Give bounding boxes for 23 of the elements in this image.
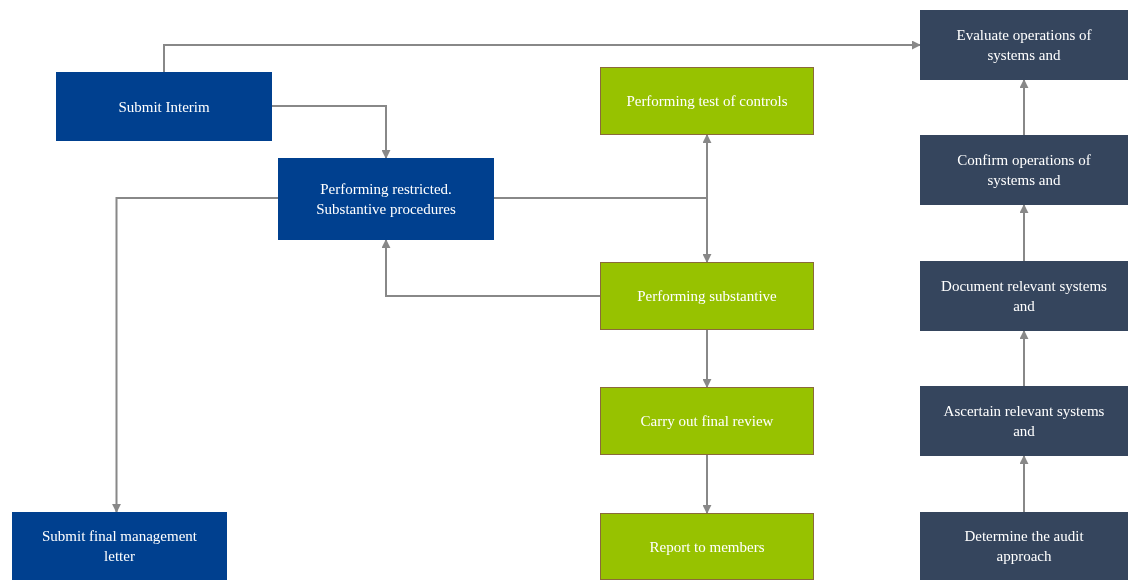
arrow — [163, 40, 921, 73]
process-box: Confirm operations of systems and — [920, 135, 1128, 205]
arrow — [1019, 330, 1029, 387]
process-box: Performing test of controls — [600, 67, 814, 135]
arrow — [1019, 204, 1029, 262]
process-box: Report to members — [600, 513, 814, 580]
process-box: Performing restricted. Substantive procedures — [278, 158, 494, 240]
arrow — [1019, 79, 1029, 136]
process-box: Document relevant systems and — [920, 261, 1128, 331]
arrow — [271, 105, 391, 159]
process-box: Submit Interim — [56, 72, 272, 141]
process-box: Determine the audit approach — [920, 512, 1128, 580]
process-box: Performing substantive — [600, 262, 814, 330]
process-box: Submit final management letter — [12, 512, 227, 580]
process-box: Evaluate operations of systems and — [920, 10, 1128, 80]
arrow — [702, 329, 712, 388]
arrow — [112, 197, 279, 513]
arrow — [381, 239, 601, 297]
arrow — [1019, 455, 1029, 513]
process-box: Carry out final review — [600, 387, 814, 455]
arrow — [702, 454, 712, 514]
process-box: Ascertain relevant systems and — [920, 386, 1128, 456]
arrow — [493, 197, 712, 263]
